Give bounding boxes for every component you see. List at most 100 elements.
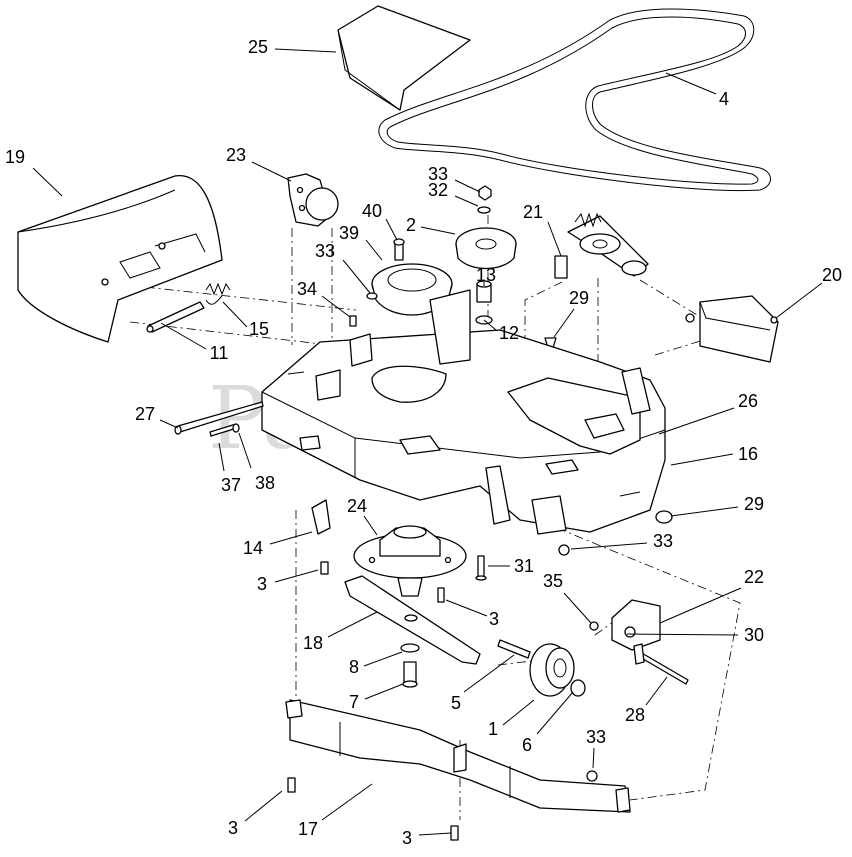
callout-c38: 38 bbox=[255, 473, 275, 493]
callout-c39: 39 bbox=[339, 223, 359, 243]
leader-line-c20 bbox=[775, 282, 823, 319]
callout-c3c: 3 bbox=[228, 818, 238, 838]
callout-c5: 5 bbox=[451, 693, 461, 713]
part-washer-bolt bbox=[400, 643, 420, 688]
part-idler-arm bbox=[554, 212, 649, 279]
callout-c6: 6 bbox=[522, 735, 532, 755]
callout-c18: 18 bbox=[303, 633, 323, 653]
callout-c7: 7 bbox=[349, 692, 359, 712]
leader-line-c17 bbox=[321, 783, 373, 821]
callout-c19: 19 bbox=[5, 147, 25, 167]
leader-line-c1 bbox=[502, 699, 535, 726]
callout-c8: 8 bbox=[349, 657, 359, 677]
leader-line-c37 bbox=[218, 442, 225, 472]
leader-line-c22 bbox=[659, 587, 742, 624]
callout-c34: 34 bbox=[297, 279, 317, 299]
leader-line-c3d bbox=[418, 832, 452, 836]
part-belt-cover bbox=[337, 5, 471, 111]
callout-c13: 13 bbox=[476, 265, 496, 285]
callout-c29a: 29 bbox=[569, 288, 589, 308]
callout-c14: 14 bbox=[243, 538, 263, 558]
leader-line-c34 bbox=[321, 295, 351, 318]
leader-line-c35 bbox=[563, 592, 592, 624]
leader-line-c39 bbox=[365, 239, 383, 261]
part-caster-bracket bbox=[589, 599, 689, 685]
part-plug-29 bbox=[655, 510, 673, 524]
leader-line-c32 bbox=[454, 195, 479, 207]
part-discharge-chute bbox=[17, 175, 223, 343]
callout-c17: 17 bbox=[298, 819, 318, 839]
part-mower-deck bbox=[261, 289, 666, 535]
leader-line-c14 bbox=[269, 531, 313, 545]
callout-c33d: 33 bbox=[586, 727, 606, 747]
part-bracket-23 bbox=[287, 173, 339, 227]
callout-c1: 1 bbox=[488, 719, 498, 739]
callout-c16: 16 bbox=[738, 444, 758, 464]
callout-c3a: 3 bbox=[257, 574, 267, 594]
leader-line-c3c bbox=[244, 790, 283, 822]
callout-leaders bbox=[32, 48, 823, 836]
leader-line-c12 bbox=[483, 319, 497, 331]
leader-line-c3a bbox=[274, 569, 319, 583]
callout-c24: 24 bbox=[347, 496, 367, 516]
part-pulley-large bbox=[371, 238, 453, 316]
part-blade bbox=[344, 575, 481, 665]
leader-line-c4 bbox=[665, 72, 717, 95]
leader-line-c23 bbox=[251, 161, 292, 182]
callout-c31: 31 bbox=[514, 556, 534, 576]
callout-c33a: 33 bbox=[428, 164, 448, 184]
part-spring-and-rod bbox=[146, 282, 231, 333]
leader-line-c33d bbox=[592, 747, 595, 769]
callout-c27: 27 bbox=[135, 404, 155, 424]
callout-c33b: 33 bbox=[315, 241, 335, 261]
callout-c4: 4 bbox=[719, 89, 729, 109]
part-bracket-14 bbox=[311, 499, 331, 575]
leader-line-c25 bbox=[274, 48, 337, 53]
leader-line-c26 bbox=[658, 407, 735, 435]
callout-c15: 15 bbox=[249, 319, 269, 339]
leader-line-c19 bbox=[32, 167, 63, 197]
leader-line-c2 bbox=[420, 226, 456, 235]
callout-c28: 28 bbox=[625, 705, 645, 725]
callout-c3b: 3 bbox=[489, 609, 499, 629]
leader-line-c33b bbox=[342, 259, 371, 294]
leader-line-c6 bbox=[536, 691, 574, 735]
callout-c29b: 29 bbox=[744, 494, 764, 514]
part-spindle bbox=[353, 525, 467, 603]
part-nut-33 bbox=[558, 544, 570, 556]
part-front-baffle bbox=[285, 699, 631, 841]
leader-line-c18 bbox=[327, 611, 378, 638]
callout-c26: 26 bbox=[738, 391, 758, 411]
leader-line-c8 bbox=[363, 651, 403, 667]
leader-line-c29a bbox=[553, 308, 575, 338]
part-pulley-small bbox=[455, 185, 517, 325]
leader-line-c7 bbox=[364, 683, 404, 700]
callout-c25: 25 bbox=[248, 37, 268, 57]
leader-line-c3b bbox=[445, 599, 488, 617]
leader-line-c24 bbox=[363, 515, 378, 536]
leader-line-c29b bbox=[670, 506, 739, 517]
callout-c35: 35 bbox=[543, 571, 563, 591]
callout-c11: 11 bbox=[210, 343, 229, 363]
leader-line-c5 bbox=[463, 654, 515, 693]
part-bolt-31 bbox=[475, 555, 487, 581]
part-bracket-20 bbox=[685, 295, 779, 363]
callout-c2: 2 bbox=[406, 215, 416, 235]
leader-line-c33a bbox=[454, 179, 481, 193]
leader-line-c16 bbox=[670, 453, 734, 466]
leader-line-c30 bbox=[626, 633, 739, 636]
callout-c21: 21 bbox=[523, 202, 543, 222]
callout-c33c: 33 bbox=[653, 531, 673, 551]
leader-line-c15 bbox=[222, 301, 248, 328]
leader-line-c11 bbox=[160, 322, 207, 350]
callout-c3d: 3 bbox=[402, 828, 412, 848]
callout-c37: 37 bbox=[221, 475, 241, 495]
part-wheel bbox=[497, 639, 586, 697]
callout-c30: 30 bbox=[744, 625, 764, 645]
leader-line-c21 bbox=[547, 221, 562, 257]
callout-c22: 22 bbox=[744, 567, 764, 587]
callout-c40: 40 bbox=[362, 201, 382, 221]
callout-c20: 20 bbox=[822, 265, 842, 285]
